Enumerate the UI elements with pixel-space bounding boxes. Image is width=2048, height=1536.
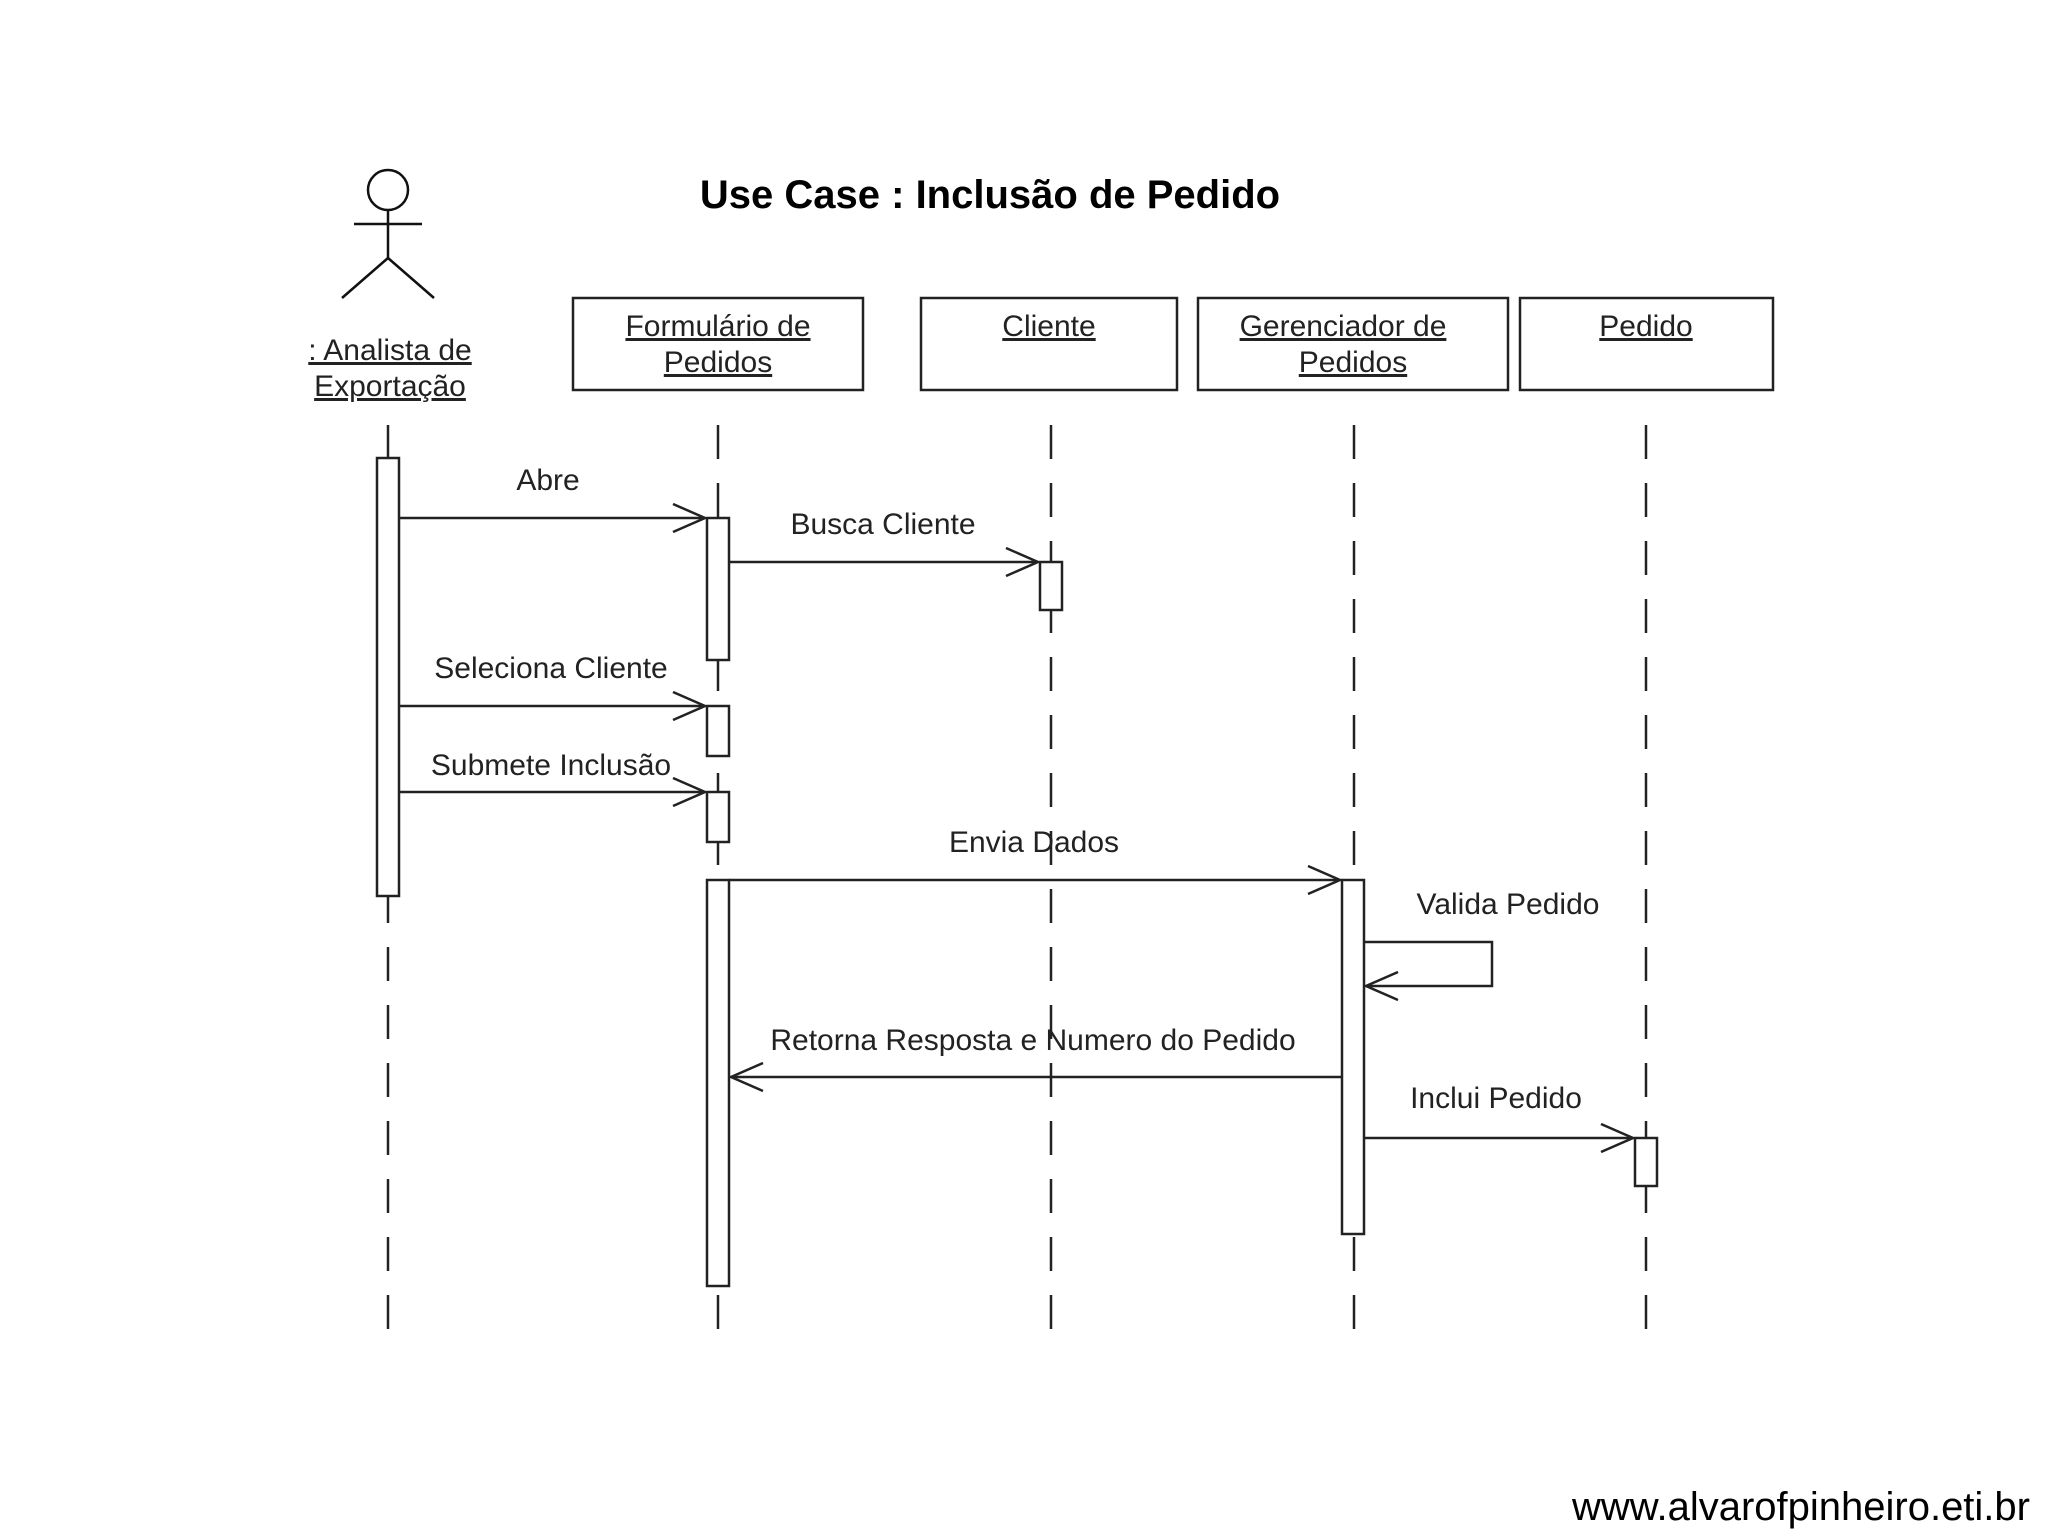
- message-seleciona-cliente: [399, 690, 709, 722]
- message-submete-inclusao: [399, 776, 709, 808]
- object-cliente-label: Cliente: [1002, 310, 1095, 343]
- activation-formulario-4: [705, 878, 731, 1288]
- actor-label-line1: : Analista de: [308, 334, 471, 367]
- message-envia-dados: [729, 864, 1344, 896]
- activation-gerenciador: [1340, 878, 1366, 1236]
- message-label-submete-inclusao: Submete Inclusão: [431, 749, 671, 782]
- activation-cliente: [1038, 560, 1064, 612]
- footer-url: www.alvarofpinheiro.eti.br: [1572, 1485, 2030, 1529]
- object-formulario-line1: Formulário de: [625, 310, 810, 343]
- object-formulario: Formulário de Pedidos: [571, 296, 865, 392]
- object-cliente: Cliente: [919, 296, 1179, 392]
- message-label-valida-pedido: Valida Pedido: [1417, 888, 1600, 921]
- object-gerenciador-line2: Pedidos: [1299, 346, 1407, 379]
- message-label-abre: Abre: [516, 464, 579, 497]
- message-abre: [399, 502, 709, 534]
- message-label-busca-cliente: Busca Cliente: [790, 508, 975, 541]
- actor-label-line2: Exportação: [314, 370, 466, 403]
- message-label-seleciona-cliente: Seleciona Cliente: [434, 652, 667, 685]
- message-inclui-pedido: [1364, 1122, 1637, 1154]
- message-label-inclui-pedido: Inclui Pedido: [1410, 1082, 1582, 1115]
- message-retorna-resposta: [727, 1061, 1342, 1093]
- message-valida-pedido: [1362, 940, 1494, 1002]
- actor-icon: [341, 168, 435, 299]
- object-gerenciador-line1: Gerenciador de: [1240, 310, 1447, 343]
- diagram-title: Use Case : Inclusão de Pedido: [700, 173, 1280, 217]
- activation-actor: [375, 456, 401, 898]
- object-formulario-line2: Pedidos: [664, 346, 772, 379]
- object-pedido: Pedido: [1518, 296, 1775, 392]
- message-label-envia-dados: Envia Dados: [949, 826, 1119, 859]
- activation-formulario-2: [705, 704, 731, 758]
- message-label-retorna-resposta: Retorna Resposta e Numero do Pedido: [770, 1024, 1295, 1057]
- activation-pedido: [1633, 1136, 1659, 1188]
- activation-formulario-1: [705, 516, 731, 662]
- object-gerenciador: Gerenciador de Pedidos: [1196, 296, 1510, 392]
- message-busca-cliente: [729, 546, 1042, 578]
- activation-formulario-3: [705, 790, 731, 844]
- object-pedido-label: Pedido: [1599, 310, 1692, 343]
